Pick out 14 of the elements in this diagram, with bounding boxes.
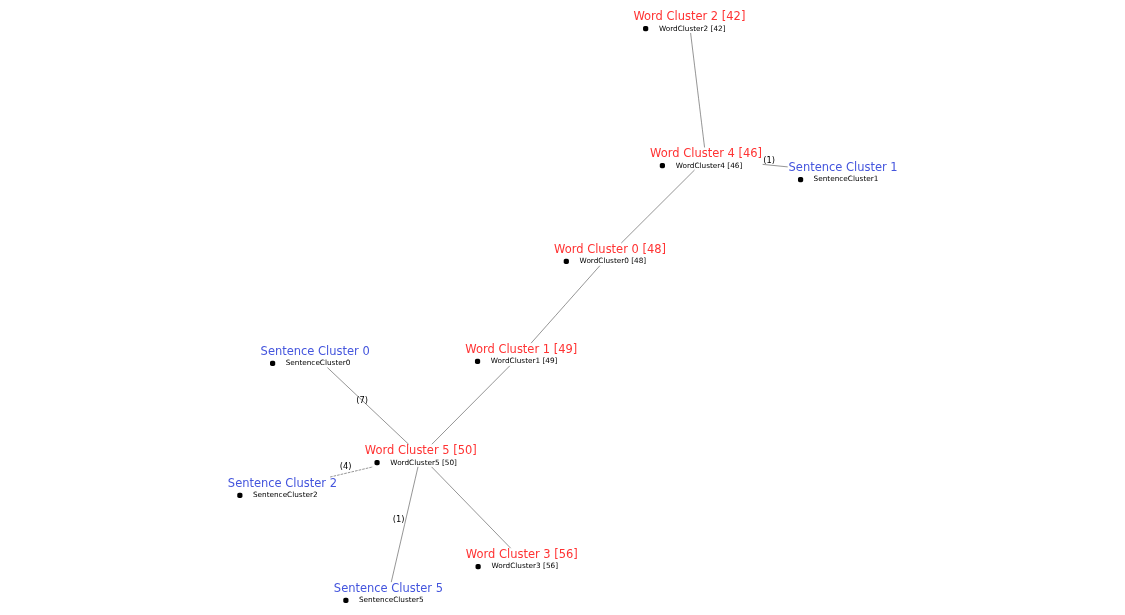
node-label: Word Cluster 3 [56] [465, 547, 578, 562]
node-label: Word Cluster 1 [49] [464, 342, 577, 357]
node-label: Word Cluster 5 [50] [364, 443, 477, 458]
node-label: Sentence Cluster 5 [333, 581, 443, 596]
edge-label: (7) [355, 395, 368, 406]
node-label: Word Cluster 2 [42] [632, 9, 745, 24]
edge-label: (4) [339, 461, 351, 472]
node-label: Sentence Cluster 2 [227, 476, 337, 491]
node-label: Sentence Cluster 0 [260, 343, 370, 358]
node-label: Sentence Cluster 1 [788, 160, 898, 175]
edge-label: (1) [392, 513, 405, 524]
node-label: Word Cluster 4 [46] [649, 146, 762, 161]
node-label: Word Cluster 0 [48] [553, 242, 666, 257]
edge-label: (1) [762, 154, 775, 165]
